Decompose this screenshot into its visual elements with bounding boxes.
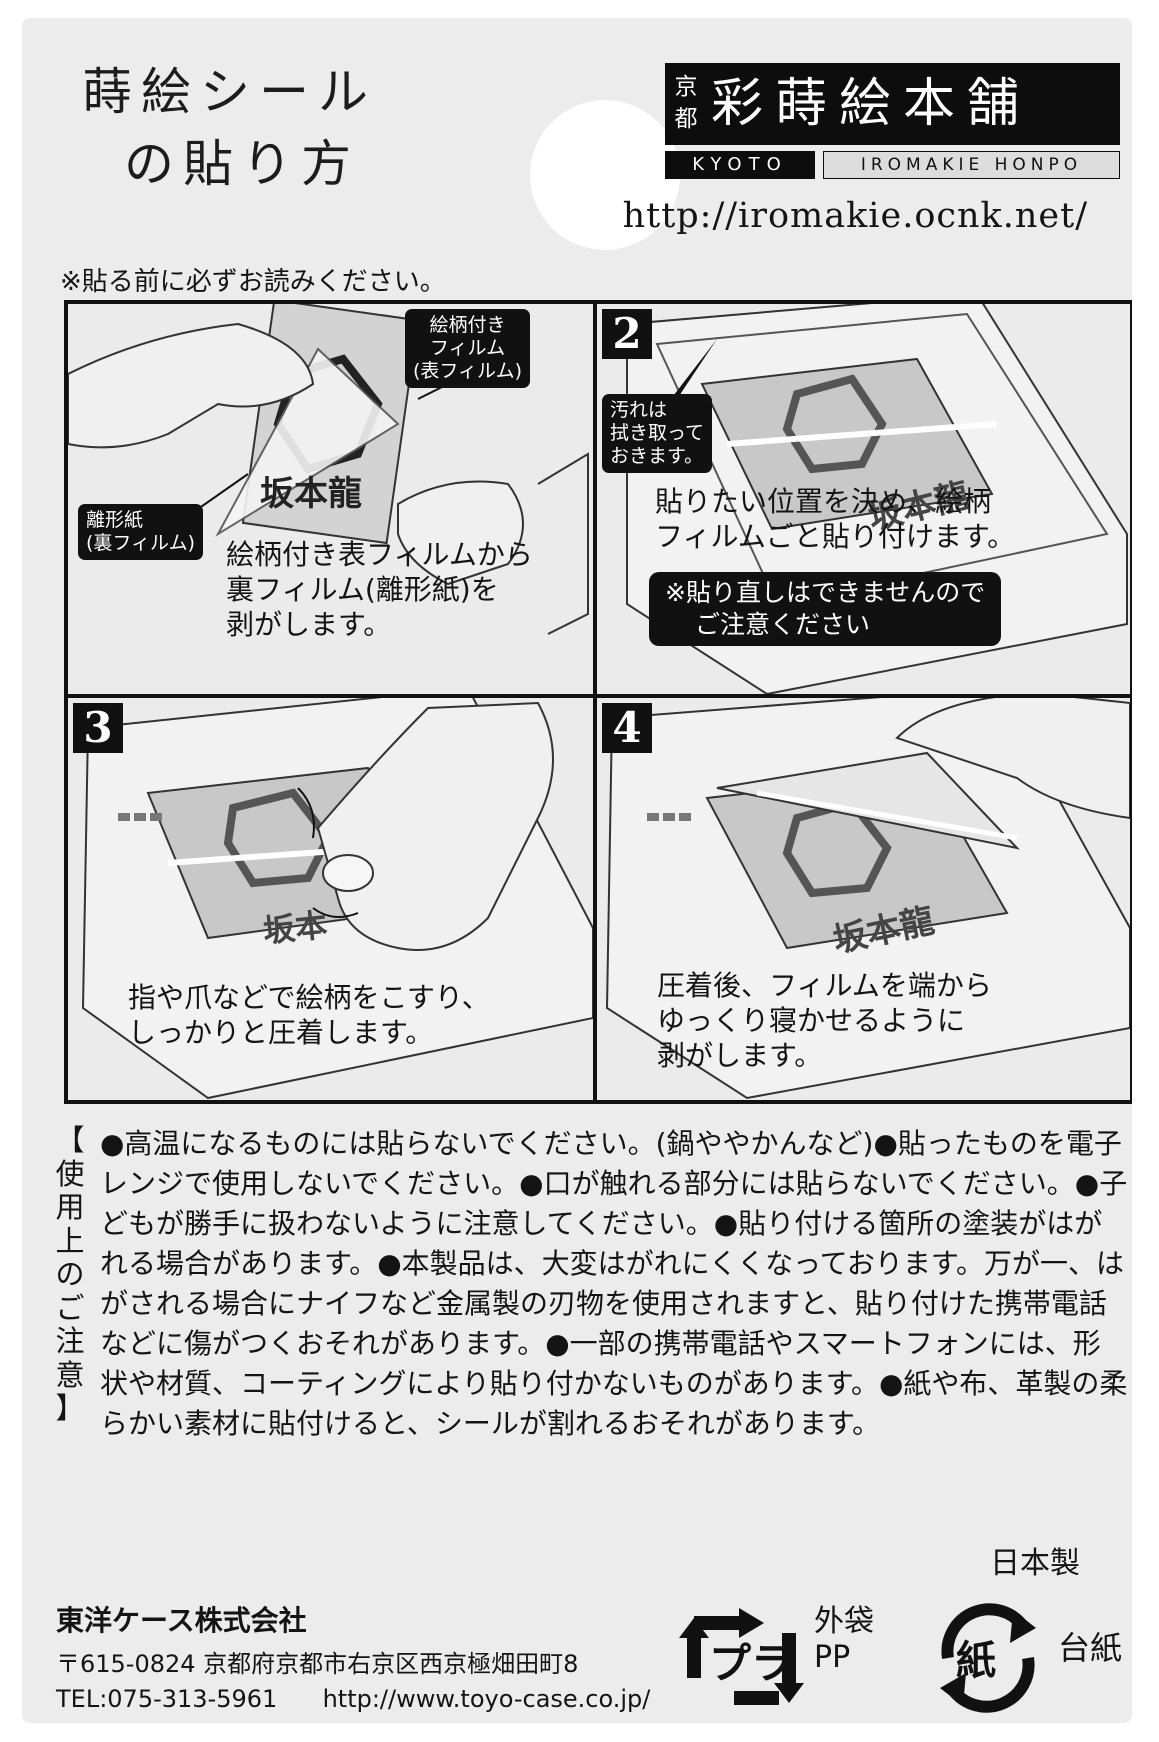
read-before-note: ※貼る前に必ずお読みください。 [60, 267, 446, 297]
company-address: 〒615-0824 京都府京都市右京区西京極畑田町8 [56, 1650, 579, 1678]
made-in-japan: 日本製 [990, 1546, 1080, 1581]
company-website[interactable]: http://www.toyo-case.co.jp/ [322, 1685, 651, 1713]
step-2-text: 貼りたい位置を決め、絵柄 フィルムごと貼り付けます。 [655, 485, 1016, 553]
step-3-text: 指や爪などで絵柄をこすり、 しっかりと圧着します。 [128, 981, 490, 1049]
step-2-panel: 坂本龍 2 汚れは 拭き取って おきます。 貼りたい位置を決め、絵柄 フィルムご… [597, 304, 1130, 694]
svg-text:紙: 紙 [956, 1638, 996, 1684]
step-4-number: 4 [602, 703, 652, 753]
peel-illustration [68, 304, 589, 635]
caution-heading: 【 使 用 上 の ご 注 意 】 [55, 1123, 85, 1425]
pla-recycle-icon: プラ [679, 1598, 804, 1712]
no-reapply-warning: ※貼り直しはできませんので ご注意ください [649, 572, 1002, 646]
brand-kyoto: 京都 [674, 74, 698, 132]
svg-text:プラ: プラ [709, 1639, 793, 1688]
remove-film-illustration [605, 698, 1130, 1100]
sticker-print-text: 坂本 [261, 905, 330, 951]
hang-hole [530, 100, 680, 250]
step-1-panel: 坂本龍 絵柄付き フィルム (表フィルム) 離形紙 (裏フィルム) 絵柄付き表フ… [68, 304, 593, 694]
paper-recycle-icon: 紙 [928, 1598, 1048, 1717]
page-title: 蒔絵シール の貼り方 [82, 63, 377, 193]
company-contact: TEL:075-313-5961 http://www.toyo-case.co… [56, 1683, 650, 1715]
step-2-number: 2 [602, 309, 652, 359]
step-4-text: 圧着後、フィルムを端から ゆっくり寝かせるように 剥がします。 [657, 969, 992, 1072]
brand-sub-right: IROMAKIE HONPO [823, 151, 1120, 179]
brand-logo: 京都 彩蒔絵本舗 KYOTO IROMAKIE HONPO [665, 63, 1120, 181]
step-3-number: 3 [73, 703, 123, 753]
company-tel: TEL:075-313-5961 [56, 1685, 278, 1713]
paper-label: 台紙 [1058, 1629, 1123, 1667]
instruction-panels: 坂本龍 絵柄付き フィルム (表フィルム) 離形紙 (裏フィルム) 絵柄付き表フ… [64, 300, 1132, 1104]
step-1-text: 絵柄付き表フィルムから 裏フィルム(離形紙)を 剥がします。 [226, 538, 533, 641]
caution-text: ●高温になるものには貼らないでください。(鍋ややかんなど)●貼ったものを電子レン… [100, 1127, 1128, 1440]
pp-label: 外袋 PP [814, 1604, 874, 1675]
company-name: 東洋ケース株式会社 [56, 1604, 307, 1637]
brand-sub-left: KYOTO [665, 151, 815, 179]
label-wipe-dirt: 汚れは 拭き取って おきます。 [602, 394, 713, 473]
panel-divider-horizontal [68, 694, 1130, 698]
sticker-print-text: 坂本龍 [260, 474, 362, 514]
step-3-panel: 坂本 3 指や爪などで絵柄をこすり、 しっかりと圧着します。 [68, 698, 593, 1100]
brand-name: 彩蒔絵本舗 [711, 74, 1032, 134]
label-film-front: 絵柄付き フィルム (表フィルム) [405, 309, 531, 388]
press-illustration [81, 698, 593, 1100]
panel-divider-vertical [593, 304, 597, 1100]
step-4-panel: 坂本龍 4 圧着後、フィルムを端から ゆっくり寝かせるように 剥がします。 [597, 698, 1130, 1100]
label-film-back: 離形紙 (裏フィルム) [78, 504, 204, 560]
package-card: 蒔絵シール の貼り方 京都 彩蒔絵本舗 KYOTO IROMAKIE HONPO… [22, 18, 1132, 1723]
brand-url[interactable]: http://iromakie.ocnk.net/ [622, 196, 1088, 236]
